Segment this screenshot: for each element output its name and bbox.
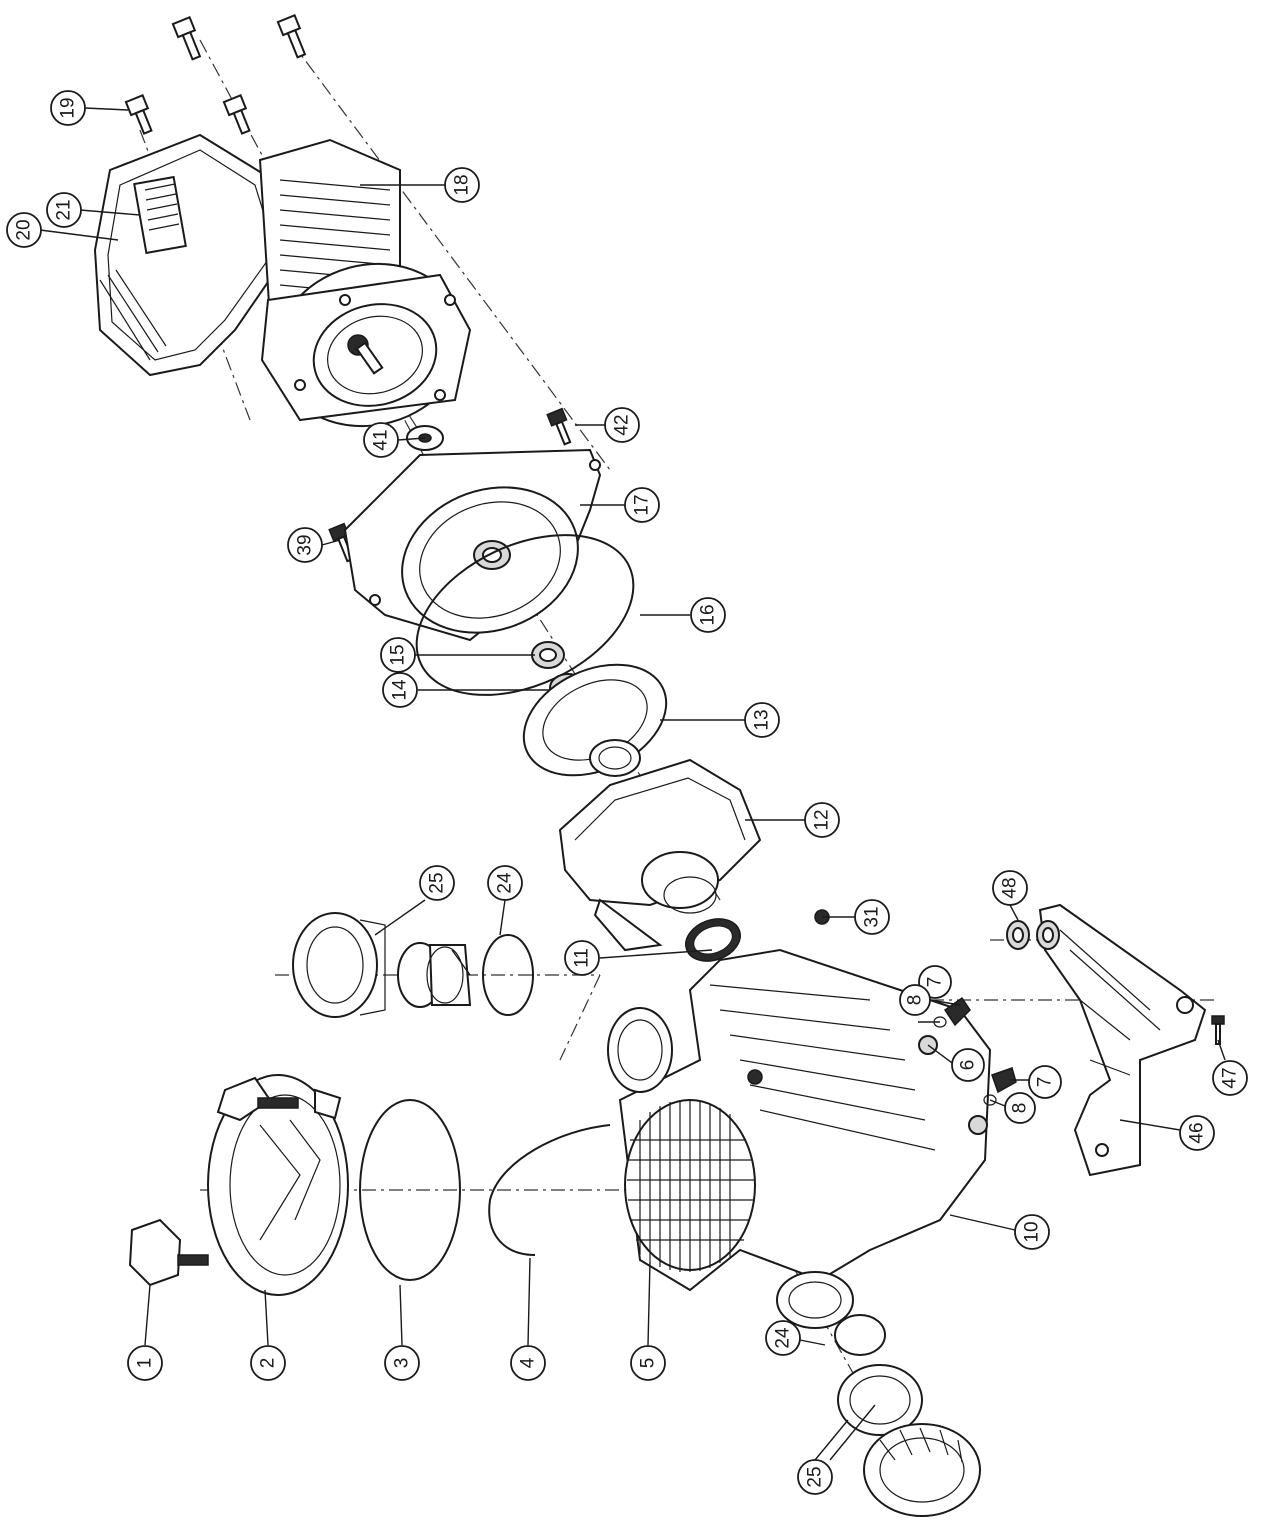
oring-3 [359,1099,461,1281]
callout-24-bottom: 24 [765,1320,801,1356]
callout-12: 12 [804,802,840,838]
svg-text:18: 18 [452,174,473,195]
svg-text:25: 25 [427,872,448,893]
clip-4 [488,1124,611,1256]
svg-text:13: 13 [752,709,773,730]
svg-text:5: 5 [638,1358,659,1369]
drain-plug-7-bottom [983,1067,1017,1106]
callout-11: 11 [564,940,600,976]
svg-text:10: 10 [1022,1221,1043,1242]
callout-1: 1 [127,1345,163,1381]
callout-42: 42 [604,407,640,443]
svg-text:20: 20 [14,219,35,240]
union-nut-25-bottom [834,1314,981,1517]
svg-text:46: 46 [1187,1122,1208,1143]
svg-text:11: 11 [572,948,593,968]
callout-6: 6 [951,1048,985,1082]
svg-text:42: 42 [612,414,633,435]
union-nut-25-top [292,912,472,1018]
callout-39: 39 [287,527,323,563]
motor-assembly [93,133,472,428]
svg-text:3: 3 [392,1358,413,1369]
svg-text:21: 21 [54,199,75,220]
svg-text:6: 6 [958,1060,979,1071]
svg-text:7: 7 [925,977,946,988]
callout-13: 13 [744,702,780,738]
callout-19: 19 [50,90,86,126]
callout-3: 3 [384,1345,420,1381]
svg-text:24: 24 [773,1327,794,1349]
callout-48: 48 [992,870,1028,906]
svg-text:39: 39 [295,534,316,555]
callout-25-top: 25 [419,865,455,901]
motor-bracket-17 [343,448,602,642]
callout-18: 18 [444,167,480,203]
callout-8-top: 8 [899,984,931,1016]
oring-24-top [482,934,534,1016]
callout-14: 14 [382,672,418,708]
svg-text:7: 7 [1035,1077,1056,1088]
callout-7-bottom: 7 [1028,1065,1062,1099]
callout-31: 31 [854,899,890,935]
svg-text:47: 47 [1220,1067,1241,1088]
callout-21: 21 [46,192,82,228]
svg-text:12: 12 [812,809,833,830]
diffuser-12 [558,758,762,952]
svg-text:19: 19 [58,97,79,118]
callout-20: 20 [6,212,42,248]
svg-text:16: 16 [698,604,719,625]
knob-1 [128,1218,209,1287]
svg-text:48: 48 [1000,877,1021,898]
callout-17: 17 [624,487,660,523]
washer-48 [1006,920,1060,950]
seal-15 [531,641,565,669]
svg-text:15: 15 [388,644,409,665]
svg-text:31: 31 [862,906,883,927]
svg-text:4: 4 [518,1357,539,1368]
callout-41: 41 [363,422,399,458]
svg-text:8: 8 [1010,1103,1031,1114]
svg-text:8: 8 [905,995,926,1006]
callout-25-bottom: 25 [797,1459,833,1495]
screw-47 [1211,1015,1225,1045]
callout-2: 2 [250,1345,286,1381]
callout-4: 4 [510,1345,546,1381]
svg-text:41: 41 [371,429,392,450]
base-46 [1038,903,1207,1177]
callout-16: 16 [690,597,726,633]
impeller-13 [522,663,668,777]
svg-text:2: 2 [258,1358,279,1369]
svg-text:24: 24 [495,872,516,894]
svg-text:17: 17 [632,494,653,515]
leader-lines [39,107,1226,1461]
svg-text:14: 14 [390,679,411,701]
callout-24-top: 24 [487,865,523,901]
ring-11 [685,918,741,962]
callout-47: 47 [1212,1060,1248,1096]
callout-15: 15 [380,637,416,673]
callout-5: 5 [630,1345,666,1381]
screw-42 [546,407,572,446]
svg-text:1: 1 [135,1358,156,1369]
svg-text:25: 25 [805,1466,826,1487]
pump-housing-10 [607,948,992,1329]
lid-2 [207,1074,349,1296]
callout-8-bottom: 8 [1004,1092,1036,1124]
callout-10: 10 [1014,1214,1050,1250]
callout-46: 46 [1179,1115,1215,1151]
motor-screws [124,14,307,135]
